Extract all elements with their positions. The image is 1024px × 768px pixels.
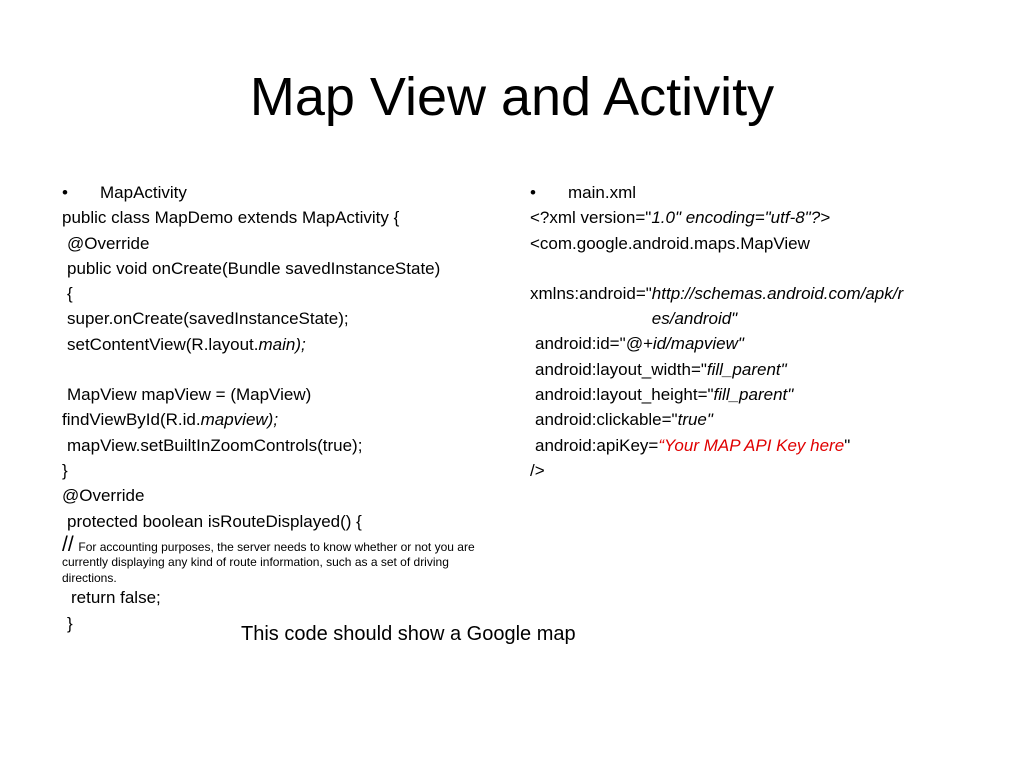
code-text: android:layout_height=" xyxy=(535,385,714,405)
code-line-zoom-controls: mapView.setBuiltInZoomControls(true); xyxy=(67,435,363,455)
code-text-italic: fill_parent" xyxy=(713,385,794,405)
left-heading: MapActivity xyxy=(100,183,187,202)
code-line-override: @Override xyxy=(67,233,150,253)
code-text: android:layout_width=" xyxy=(535,359,707,379)
spacer xyxy=(530,256,970,281)
code-text: xmlns:android=" xyxy=(530,283,652,303)
code-line-set-content: setContentView(R.layout.main); xyxy=(62,332,502,357)
code-line-find-view: findViewById(R.id.mapview); xyxy=(62,407,502,432)
comment-text: For accounting purposes, the server need… xyxy=(62,539,475,585)
xml-line-height: android:layout_height="fill_parent" xyxy=(530,382,970,407)
code-text-italic: http://schemas.android.com/apk/res/andro… xyxy=(651,283,904,329)
xml-line-clickable: android:clickable="true" xyxy=(530,407,970,432)
code-text-italic: @+id/mapview" xyxy=(625,334,744,354)
code-text-italic: fill_parent" xyxy=(706,359,787,379)
code-line-brace-open: { xyxy=(67,284,73,304)
right-bullet-heading: • main.xml xyxy=(530,180,970,205)
code-line-override-2: @Override xyxy=(62,486,145,506)
code-text-highlight: “ xyxy=(658,435,665,455)
code-text: setContentView(R.layout. xyxy=(67,334,259,354)
code-text: <?xml version=" xyxy=(530,208,652,228)
code-line-mapview-decl: MapView mapView = (MapView) xyxy=(67,385,312,405)
code-comment: // For accounting purposes, the server n… xyxy=(62,534,502,586)
xml-line-decl: <?xml version="1.0" encoding="utf-8"?> xyxy=(530,205,970,230)
spacer xyxy=(62,357,502,382)
code-text-italic: true" xyxy=(677,410,713,430)
api-key-placeholder: Your MAP API Key here xyxy=(664,435,845,455)
bullet-icon: • xyxy=(62,183,68,202)
xml-line-mapview-tag: <com.google.android.maps.MapView xyxy=(530,233,810,253)
code-line-class-decl: public class MapDemo extends MapActivity… xyxy=(62,208,400,228)
xml-line-width: android:layout_width="fill_parent" xyxy=(530,357,970,382)
xml-line-id: android:id="@+id/mapview" xyxy=(530,331,970,356)
code-line-super-call: super.onCreate(savedInstanceState); xyxy=(67,309,349,329)
right-heading: main.xml xyxy=(568,183,637,202)
code-line-oncreate: public void onCreate(Bundle savedInstanc… xyxy=(67,258,441,278)
code-text: android:clickable=" xyxy=(535,410,678,430)
code-line-brace-close: } xyxy=(62,460,68,480)
code-text-italic: mapview); xyxy=(200,410,279,430)
xml-line-close-tag: /> xyxy=(530,460,545,480)
code-text-italic: main); xyxy=(258,334,306,354)
xml-line-xmlns: xmlns:android="http://schemas.android.co… xyxy=(530,281,970,332)
code-text: " xyxy=(844,435,851,455)
left-code-column: • MapActivity public class MapDemo exten… xyxy=(62,180,502,636)
xml-line-apikey: android:apiKey=“Your MAP API Key here" xyxy=(530,433,970,458)
code-line-brace-close-2: } xyxy=(67,613,73,633)
bullet-icon: • xyxy=(530,183,536,202)
code-text-italic: 1.0" encoding="utf-8"?> xyxy=(651,208,831,228)
slide-caption: This code should show a Google map xyxy=(241,623,576,645)
code-line-return-false: return false; xyxy=(71,588,161,608)
right-code-column: • main.xml <?xml version="1.0" encoding=… xyxy=(530,180,970,483)
code-text: android:id=" xyxy=(535,334,626,354)
left-bullet-heading: • MapActivity xyxy=(62,180,502,205)
code-text: android:apiKey= xyxy=(535,435,659,455)
slide-title: Map View and Activity xyxy=(249,67,775,127)
comment-slash: // xyxy=(62,532,74,556)
code-text: findViewById(R.id. xyxy=(62,410,201,430)
code-line-route-decl: protected boolean isRouteDisplayed() { xyxy=(67,511,362,531)
